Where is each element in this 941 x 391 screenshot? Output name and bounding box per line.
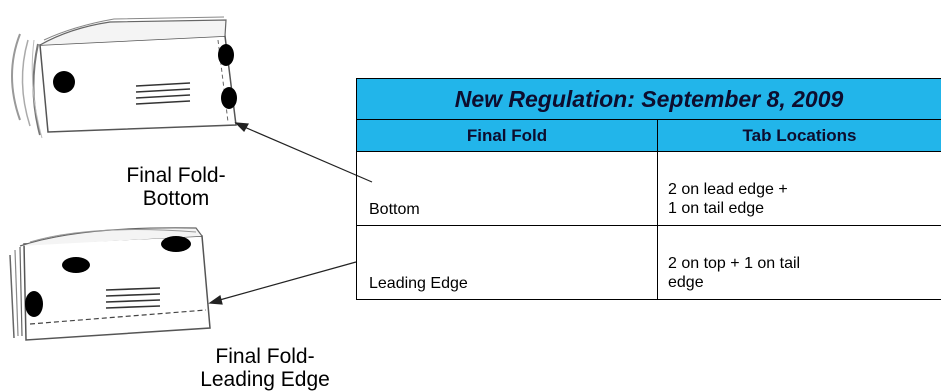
arrow-head <box>236 123 248 131</box>
tab-dot <box>218 44 234 66</box>
connector-arrows <box>210 123 372 304</box>
table-row: Leading Edge 2 on top + 1 on tail edge <box>357 226 941 300</box>
booklet-bottom-fold-illustration <box>12 17 237 138</box>
column-header-final-fold: Final Fold <box>357 120 658 152</box>
tab-dot <box>221 87 237 109</box>
booklet-leading-edge-fold-illustration <box>10 228 210 340</box>
table-row: Bottom 2 on lead edge + 1 on tail edge <box>357 152 941 226</box>
tab-dot <box>62 257 90 273</box>
cell-final-fold: Bottom <box>357 152 658 226</box>
column-header-tab-locations: Tab Locations <box>658 120 941 152</box>
regulation-table: New Regulation: September 8, 2009 Final … <box>356 78 941 300</box>
table-title: New Regulation: September 8, 2009 <box>357 79 941 120</box>
caption-final-fold-leading-edge: Final Fold- Leading Edge <box>180 345 350 391</box>
tab-dot <box>161 236 191 252</box>
caption-final-fold-bottom: Final Fold- Bottom <box>96 164 256 210</box>
tab-dot <box>25 291 43 317</box>
arrow-bottom-row <box>242 126 372 182</box>
arrow-leading-row <box>216 262 356 301</box>
table-header-row: Final Fold Tab Locations <box>357 120 941 152</box>
tab-dot <box>53 71 75 93</box>
cell-tab-locations: 2 on lead edge + 1 on tail edge <box>658 152 941 226</box>
arrow-head <box>210 296 222 304</box>
cell-tab-locations: 2 on top + 1 on tail edge <box>658 226 941 300</box>
table-title-row: New Regulation: September 8, 2009 <box>357 79 941 120</box>
cell-final-fold: Leading Edge <box>357 226 658 300</box>
